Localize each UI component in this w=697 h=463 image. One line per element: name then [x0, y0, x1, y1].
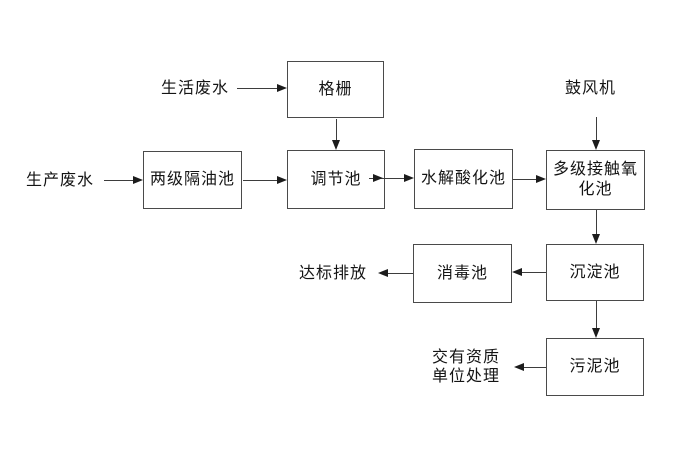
arrow-line [243, 180, 278, 181]
node-sludge-tank: 污泥池 [546, 338, 644, 396]
arrow-line [596, 210, 597, 235]
arrowhead-down-icon [592, 140, 600, 150]
arrow-line [523, 367, 546, 368]
label-discharge: 达标排放 [299, 265, 368, 282]
node-hydrolysis-tank: 水解酸化池 [414, 149, 513, 209]
arrowhead-right-icon [536, 175, 546, 183]
label-qualified-unit: 交有资质 单位处理 [432, 348, 508, 386]
arrow-line [521, 272, 546, 273]
node-sedimentation-tank: 沉淀池 [546, 244, 644, 301]
label-qualified-unit-line2: 单位处理 [432, 368, 501, 385]
arrowhead-right-icon [133, 176, 143, 184]
node-grating: 格栅 [287, 61, 384, 118]
label-domestic-wastewater: 生活废水 [161, 80, 230, 97]
node-oil-separator-label: 两级隔油池 [149, 171, 235, 188]
arrow-line [387, 273, 413, 274]
node-sludge-tank-label: 污泥池 [569, 358, 621, 375]
arrow-line [369, 178, 405, 179]
arrowhead-right-icon [277, 84, 287, 92]
label-qualified-unit-line1: 交有资质 [432, 349, 501, 366]
node-oxidation-tank-label-line2: 化池 [578, 181, 613, 198]
node-oil-separator: 两级隔油池 [143, 151, 242, 209]
arrowhead-right-icon [373, 174, 383, 182]
node-grating-label: 格栅 [318, 80, 353, 98]
arrow-line [596, 117, 597, 141]
arrow-line [596, 301, 597, 329]
arrowhead-down-icon [592, 328, 600, 338]
node-disinfection-tank-label: 消毒池 [436, 264, 488, 282]
arrowhead-right-icon [404, 174, 414, 182]
arrowhead-left-icon [514, 363, 524, 371]
arrowhead-left-icon [378, 269, 388, 277]
node-regulating-tank: 调节池 [287, 150, 385, 209]
node-hydrolysis-tank-label: 水解酸化池 [420, 170, 506, 187]
node-sedimentation-tank-label: 沉淀池 [569, 263, 621, 281]
arrow-line [513, 179, 537, 180]
arrow-line [237, 88, 278, 89]
arrow-line [336, 119, 337, 141]
node-regulating-tank-label: 调节池 [310, 170, 362, 188]
label-blower: 鼓风机 [565, 80, 617, 97]
arrowhead-right-icon [277, 176, 287, 184]
node-oxidation-tank: 多级接触氧 化池 [546, 150, 645, 210]
arrowhead-down-icon [592, 234, 600, 244]
arrowhead-down-icon [332, 140, 340, 150]
label-production-wastewater: 生产废水 [26, 172, 95, 189]
arrowhead-left-icon [512, 268, 522, 276]
node-oxidation-tank-label-line1: 多级接触氧 [552, 161, 638, 178]
node-disinfection-tank: 消毒池 [413, 244, 512, 303]
arrow-line [104, 180, 134, 181]
